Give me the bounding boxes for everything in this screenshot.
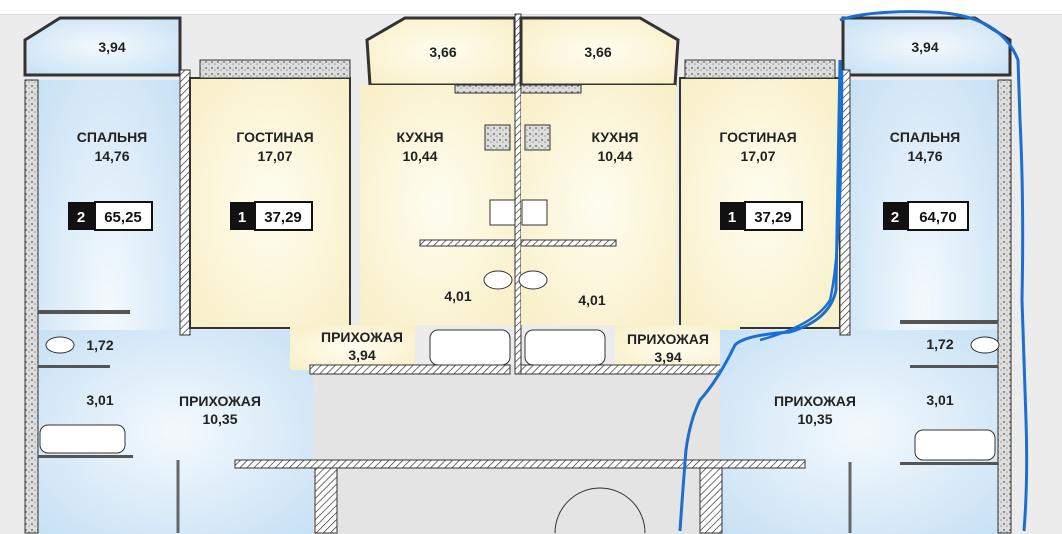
balcony-area: 3,94: [98, 39, 125, 55]
apartment-badge: 2 64,70: [883, 201, 969, 231]
hall-label: ПРИХОЖАЯ: [774, 393, 856, 409]
balcony: [841, 16, 1012, 77]
apartment-right-1room: [518, 16, 841, 375]
wall: [199, 59, 351, 79]
toilet: [45, 336, 75, 354]
hall-area: 10,35: [202, 411, 237, 427]
hall-area: 3,94: [348, 347, 375, 363]
wall: [38, 365, 110, 368]
wall: [179, 69, 191, 336]
loggia-area: 3,66: [584, 44, 611, 60]
bedroom-label: СПАЛЬНЯ: [890, 129, 961, 145]
bedroom-area: 14,76: [907, 148, 942, 164]
wc-area: 1,72: [86, 337, 113, 353]
wall: [38, 455, 133, 458]
wall: [997, 79, 1012, 534]
wall: [900, 462, 998, 465]
bathtub: [914, 429, 996, 461]
top-bar: [0, 0, 1062, 15]
corridor: [310, 365, 730, 534]
wall: [24, 79, 39, 534]
badge-total-area: 65,25: [104, 209, 142, 226]
wall: [910, 365, 998, 368]
badge-total-area: 37,29: [754, 209, 792, 226]
hallway-small: [615, 325, 740, 370]
apartment-right-2room: [234, 16, 1012, 534]
wc-area: 1,72: [926, 336, 953, 352]
sink-icon: [489, 199, 516, 226]
bath-area: 4,01: [578, 292, 605, 308]
apartment-badge: 1 37,29: [720, 201, 803, 231]
wall: [520, 84, 582, 94]
hallway-small: [290, 325, 415, 370]
annotation-stroke: [759, 69, 844, 342]
stove-icon: [484, 124, 511, 151]
bedroom-area: 14,76: [94, 148, 129, 164]
loggia: [519, 16, 680, 87]
kitchen-label: КУХНЯ: [396, 129, 443, 145]
wall: [314, 459, 338, 534]
wall: [900, 320, 998, 324]
wall: [520, 239, 617, 247]
badge-rooms: 1: [238, 209, 246, 226]
apartment-left-2room: [23, 16, 313, 534]
living-label: ГОСТИНАЯ: [236, 129, 313, 145]
wall: [38, 310, 130, 314]
wall: [699, 459, 723, 534]
balcony-area: 3,94: [911, 39, 938, 55]
badge-rooms: 2: [891, 209, 899, 226]
badge-total-area: 64,70: [919, 209, 957, 226]
apartment-left-1room: [189, 13, 522, 375]
wall: [234, 459, 806, 469]
bathtub: [524, 329, 606, 366]
bath-area: 4,01: [444, 288, 471, 304]
annotation-stroke: [839, 10, 1029, 532]
balcony: [23, 16, 182, 77]
toilet: [518, 270, 548, 290]
hall-label: ПРИХОЖАЯ: [179, 393, 261, 409]
toilet: [483, 270, 513, 290]
bath-area: 3,01: [86, 392, 113, 408]
bath-area: 3,01: [926, 392, 953, 408]
wall: [684, 59, 836, 79]
hall-area: 10,35: [797, 411, 832, 427]
stove-icon: [524, 124, 551, 151]
wall: [520, 364, 722, 375]
wall: [454, 84, 516, 94]
living-label: ГОСТИНАЯ: [719, 129, 796, 145]
kitchen-area: 10,44: [402, 148, 437, 164]
wall: [419, 239, 516, 247]
bathtub: [39, 424, 126, 454]
living-area: 17,07: [740, 148, 775, 164]
hall-label: ПРИХОЖАЯ: [627, 331, 709, 347]
badge-total-area: 37,29: [264, 209, 302, 226]
living-area: 17,07: [257, 148, 292, 164]
kitchen-label: КУХНЯ: [591, 129, 638, 145]
bedroom-label: СПАЛЬНЯ: [77, 129, 148, 145]
wall: [309, 364, 511, 375]
kitchen-area: 10,44: [597, 148, 632, 164]
badge-rooms: 1: [728, 209, 736, 226]
sink-icon: [521, 199, 548, 226]
apartment-badge: 1 37,29: [230, 201, 313, 231]
bathtub: [429, 329, 511, 366]
stair-well: [554, 487, 646, 534]
hall-area: 3,94: [654, 349, 681, 365]
hall-label: ПРИХОЖАЯ: [321, 329, 403, 345]
toilet: [970, 336, 1000, 354]
badge-rooms: 2: [77, 209, 85, 226]
loggia-area: 3,66: [429, 44, 456, 60]
apartment-badge: 2 65,25: [68, 201, 153, 231]
